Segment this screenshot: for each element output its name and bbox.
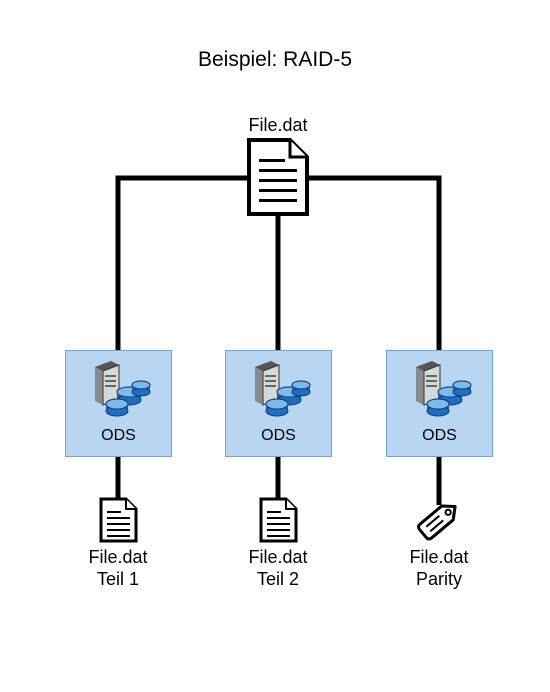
ods-label: ODS <box>422 427 457 444</box>
output-label-2: File.dat Teil 2 <box>218 546 338 590</box>
output-part: Teil 1 <box>96 569 140 589</box>
output-part: Teil 2 <box>256 569 300 589</box>
output-label-3: File.dat Parity <box>379 546 499 590</box>
ods-node-3: ODS <box>386 350 493 457</box>
source-file-label: File.dat <box>248 115 308 135</box>
output-filename: File.dat <box>88 547 148 567</box>
document-icon <box>99 497 138 543</box>
server-storage-icon <box>95 361 151 417</box>
ods-label: ODS <box>101 427 136 444</box>
output-filename: File.dat <box>409 547 469 567</box>
ods-node-2: ODS <box>225 350 332 457</box>
output-part: Parity <box>415 569 462 589</box>
server-storage-icon <box>416 361 472 417</box>
document-icon <box>247 138 309 216</box>
output-label-1: File.dat Teil 1 <box>58 546 178 590</box>
output-filename: File.dat <box>248 547 308 567</box>
ods-label: ODS <box>261 427 296 444</box>
server-storage-icon <box>255 361 311 417</box>
tag-icon <box>417 504 457 541</box>
diagram-title: Beispiel: RAID-5 <box>197 48 353 71</box>
document-icon <box>259 497 298 543</box>
ods-node-1: ODS <box>65 350 172 457</box>
